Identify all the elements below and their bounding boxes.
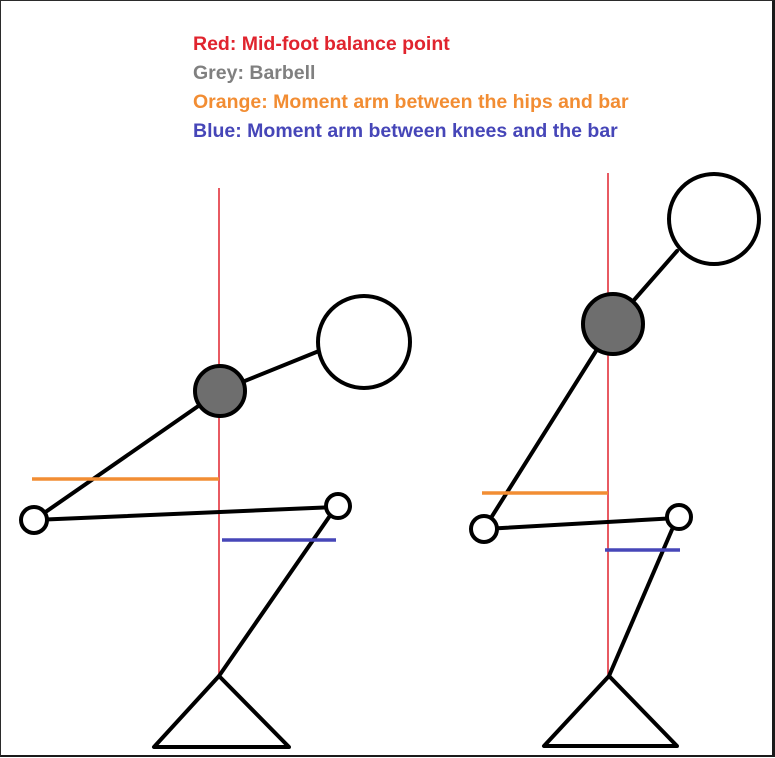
head-right xyxy=(667,172,761,266)
legend-red: Red: Mid-foot balance point xyxy=(193,33,450,55)
thigh-right xyxy=(482,516,679,531)
legend: Red: Mid-foot balance point Grey: Barbel… xyxy=(193,30,629,146)
barbell-left xyxy=(193,364,247,418)
legend-blue: Blue: Moment arm between knees and the b… xyxy=(193,120,618,142)
foot-right xyxy=(542,674,679,748)
knee-joint-right xyxy=(665,503,693,531)
foot-left xyxy=(152,674,291,749)
hip-joint-left xyxy=(19,505,49,535)
knee-joint-left xyxy=(324,492,352,520)
shin-left xyxy=(217,505,338,678)
figure-left xyxy=(19,188,412,749)
hip-joint-right xyxy=(469,514,499,544)
head-left xyxy=(316,294,412,390)
shin-right xyxy=(607,516,679,678)
torso-left xyxy=(32,389,222,522)
legend-orange: Orange: Moment arm between the hips and … xyxy=(193,91,629,113)
thigh-left xyxy=(32,505,338,522)
torso-right xyxy=(482,322,615,531)
legend-grey: Grey: Barbell xyxy=(193,62,316,84)
barbell-right xyxy=(581,292,645,356)
figure-right xyxy=(469,172,761,748)
